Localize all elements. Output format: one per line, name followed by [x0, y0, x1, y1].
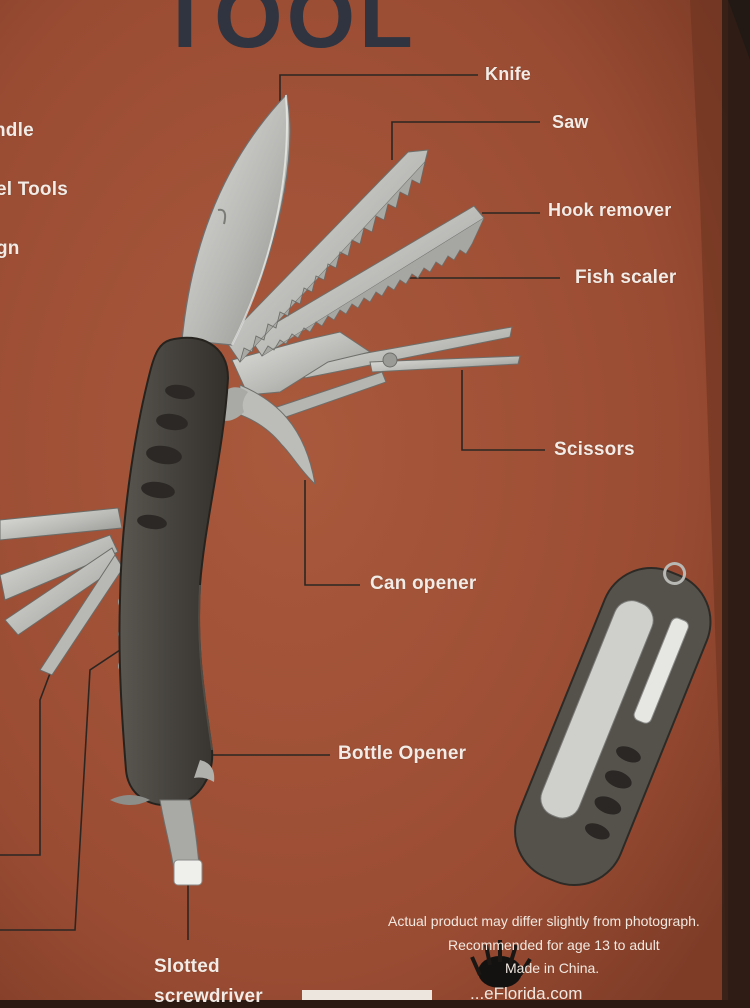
can-opener-tool [237, 384, 316, 486]
disclaimer-line-2: Recommended for age 13 to adult [448, 937, 660, 953]
disclaimer-line-1: Actual product may differ slightly from … [388, 913, 700, 929]
leader-corkscrew [0, 649, 121, 931]
screwdriver-tip [173, 859, 203, 886]
scissors-tool [231, 326, 521, 425]
leader-scissors [461, 370, 545, 451]
leader-lines [0, 74, 560, 940]
fish-scaler-teeth [261, 217, 485, 357]
leader-knife [279, 74, 478, 112]
box-edge-dark [722, 0, 750, 1000]
white-strip [302, 990, 432, 1000]
label-saw: Saw [552, 112, 589, 132]
label-scissors: Scissors [554, 439, 635, 460]
label-slotted: Slotted [154, 956, 220, 977]
label-bottle-opener: Bottle Opener [338, 743, 467, 764]
leader-saw [391, 121, 540, 160]
label-fish-scaler: Fish scaler [575, 267, 677, 288]
box-heading: TOOL [158, 0, 417, 66]
label-knife: Knife [485, 64, 531, 84]
saw-teeth [239, 161, 426, 363]
left-tools [0, 507, 124, 676]
leader-left-tool [0, 659, 56, 856]
label-hook-remover: Hook remover [548, 200, 672, 220]
leader-can-opener [304, 480, 360, 586]
bottle-opener-loop [110, 795, 150, 805]
disclaimer-url: ...eFlorida.com [470, 984, 583, 1003]
saw-tool [224, 149, 429, 363]
label-screwdriver: screwdriver [154, 986, 263, 1007]
closed-knife-image [514, 562, 712, 887]
bottle-opener-hook [194, 760, 215, 782]
cut-label-design: gn [0, 238, 20, 259]
bristle-object [470, 940, 532, 988]
disclaimer-line-3: Made in China. [505, 960, 600, 976]
handle-grip-holes [137, 384, 195, 530]
label-can-opener: Can opener [370, 573, 477, 594]
cut-label-handle: ndle [0, 120, 34, 141]
cut-label-tools: el Tools [0, 179, 68, 200]
